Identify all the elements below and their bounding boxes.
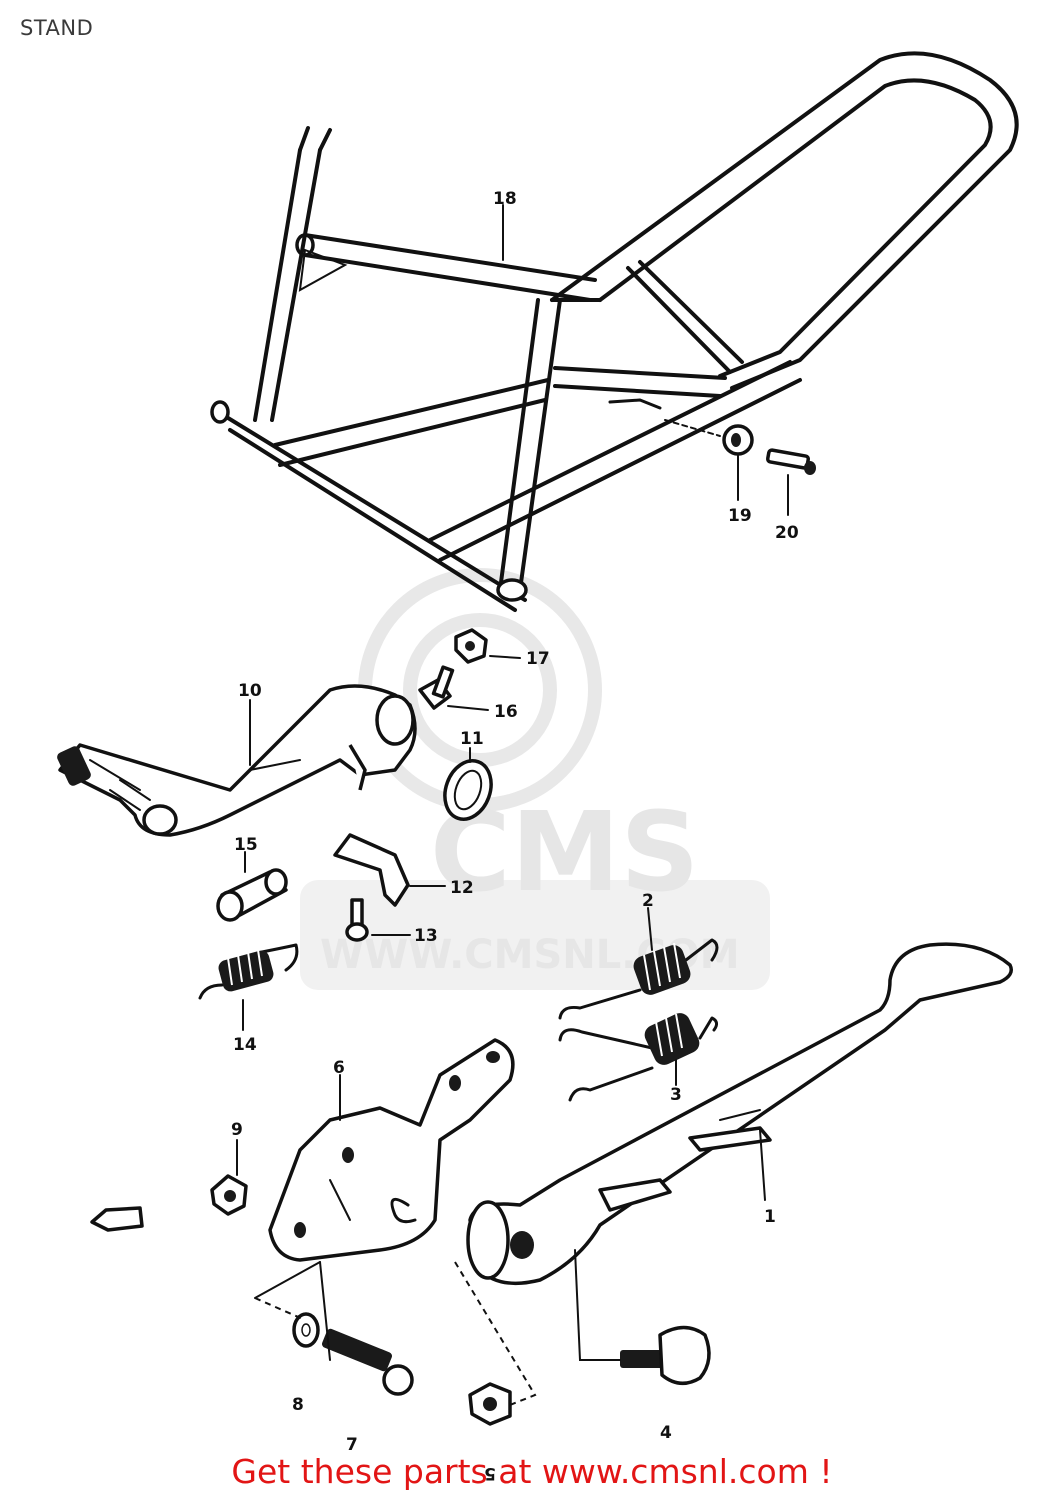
part-13-screw [345, 898, 369, 942]
callout-13: 13 [414, 926, 438, 946]
callout-2: 2 [642, 891, 654, 911]
part-3-spring [558, 1013, 719, 1102]
part-1-side-stand [466, 942, 1013, 1286]
callout-16: 16 [494, 702, 518, 722]
part-8-washer [292, 1312, 320, 1348]
page-title: STAND [20, 16, 94, 40]
callout-1: 1 [764, 1207, 776, 1227]
part-4-bolt [620, 1325, 711, 1385]
part-14-spring [198, 943, 299, 1000]
part-17-nut [454, 628, 488, 664]
part-15-spacer [216, 868, 288, 922]
callout-19: 19 [728, 506, 752, 526]
callout-6: 6 [333, 1058, 345, 1078]
callout-9: 9 [231, 1120, 243, 1140]
callout-7: 7 [346, 1435, 358, 1455]
callout-17: 17 [526, 649, 550, 669]
part-2-spring [558, 938, 719, 1020]
callout-15: 15 [234, 835, 258, 855]
callouts: 1 2 3 4 5 6 7 8 9 10 11 12 13 14 15 16 1… [231, 189, 799, 1483]
callout-12: 12 [450, 878, 474, 898]
leader-lines [236, 204, 789, 1406]
part-11-ring [443, 759, 493, 821]
callout-8: 8 [292, 1395, 304, 1415]
arrow-icon [90, 1206, 144, 1232]
center-stand-frame [210, 51, 1019, 612]
callout-14: 14 [233, 1035, 257, 1055]
callout-5: 5 [484, 1463, 496, 1483]
callout-11: 11 [460, 729, 484, 749]
part-5-nut [468, 1382, 512, 1426]
callout-4: 4 [660, 1423, 672, 1443]
get-parts-link[interactable]: Get these parts at www.cmsnl.com ! [231, 1452, 833, 1491]
watermark: CMS WWW.CMSNL.COM [300, 568, 770, 990]
part-6-bracket [268, 1038, 515, 1262]
part-9-nut [210, 1174, 248, 1216]
callout-10: 10 [238, 681, 262, 701]
part-7-bolt [322, 1328, 414, 1396]
part-10-lever [57, 684, 417, 837]
callout-3: 3 [670, 1085, 682, 1105]
callout-20: 20 [775, 523, 799, 543]
part-12-stopper [333, 833, 410, 907]
part-20-bolt [765, 448, 816, 475]
callout-18: 18 [493, 189, 517, 209]
part-16-bolt [418, 665, 455, 710]
